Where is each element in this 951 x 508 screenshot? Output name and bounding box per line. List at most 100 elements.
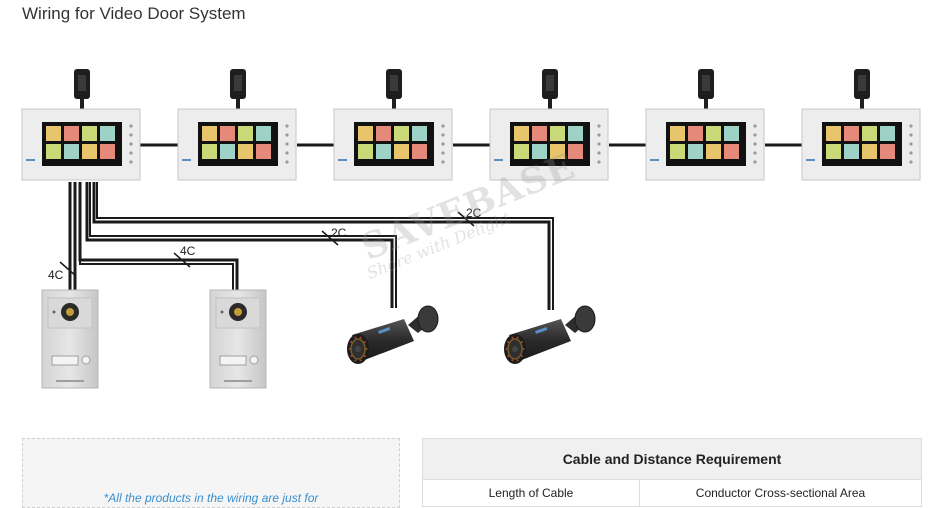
power-adapter-cord: [548, 99, 552, 109]
power-adapter-label: [390, 75, 398, 91]
screen-tile: [706, 126, 721, 141]
screen-tile: [220, 126, 235, 141]
camera-2-cable: [92, 182, 551, 310]
camera-1-cable: [85, 182, 394, 308]
camera-ir-led: [350, 340, 353, 343]
monitor-side-button: [753, 133, 757, 137]
monitor-side-button: [129, 124, 133, 128]
screen-tile: [568, 144, 583, 159]
camera-ir-led: [505, 348, 508, 350]
screen-tile: [220, 144, 235, 159]
cable-tick: [457, 211, 475, 227]
monitor: [645, 69, 765, 181]
power-adapter-label: [858, 75, 866, 91]
door-station: [41, 289, 99, 389]
requirements-table-title: Cable and Distance Requirement: [422, 438, 922, 480]
monitor-logo: [806, 159, 815, 161]
screen-tile: [670, 144, 685, 159]
monitor-side-button: [285, 151, 289, 155]
monitor-side-button: [129, 142, 133, 146]
power-adapter-cord: [80, 99, 84, 109]
screen-tile: [862, 126, 877, 141]
monitor: [801, 69, 921, 181]
screen-tile: [844, 144, 859, 159]
power-adapter-cord: [704, 99, 708, 109]
screen-tile: [376, 126, 391, 141]
monitor: [177, 69, 297, 181]
screen-tile: [688, 126, 703, 141]
monitor-side-button: [597, 142, 601, 146]
screen-tile: [880, 144, 895, 159]
screen-tile: [100, 126, 115, 141]
bullet-camera: [347, 305, 439, 364]
door-station-logo: [56, 380, 84, 382]
screen-tile: [670, 126, 685, 141]
cable-label-camera-2: 2C: [466, 206, 482, 220]
wiring-cables: [68, 182, 554, 310]
monitor-side-button: [909, 133, 913, 137]
door-station-led: [220, 310, 224, 314]
monitor-side-button: [597, 160, 601, 164]
monitor-side-button: [597, 151, 601, 155]
cable-tick-marks: [59, 211, 475, 277]
camera-group: [347, 305, 596, 364]
power-adapter-cord: [236, 99, 240, 109]
power-adapter-label: [546, 75, 554, 91]
cable-label-door-station-1: 4C: [48, 268, 64, 282]
screen-tile: [724, 126, 739, 141]
door-station-call-button: [81, 355, 91, 365]
screen-tile: [550, 126, 565, 141]
note-box: *All the products in the wiring are just…: [22, 438, 400, 508]
monitor-logo: [26, 159, 35, 161]
monitor-side-button: [753, 124, 757, 128]
note-text: *All the products in the wiring are just…: [103, 491, 319, 505]
monitor-logo: [494, 159, 503, 161]
door-station-lens-core: [66, 308, 74, 316]
screen-tile: [376, 144, 391, 159]
monitor-logo: [182, 159, 191, 161]
door-station: [209, 289, 267, 389]
screen-tile: [532, 144, 547, 159]
screen-tile: [358, 144, 373, 159]
column-header-conductor-area: Conductor Cross-sectional Area: [639, 479, 922, 507]
door-station-lens-core: [234, 308, 242, 316]
monitor-side-button: [597, 133, 601, 137]
screen-tile: [532, 126, 547, 141]
screen-tile: [412, 126, 427, 141]
monitor-side-button: [129, 160, 133, 164]
door-station-led: [52, 310, 56, 314]
monitor-side-button: [909, 151, 913, 155]
camera-ir-led: [520, 340, 523, 343]
screen-tile: [238, 144, 253, 159]
door-station-2-cable-pair: [79, 182, 234, 290]
screen-tile: [688, 144, 703, 159]
screen-tile: [412, 144, 427, 159]
screen-tile: [826, 126, 841, 141]
camera-ir-led: [359, 336, 362, 339]
monitor-logo: [338, 159, 347, 161]
camera-ir-led: [522, 348, 525, 350]
monitor-group: [21, 69, 921, 181]
monitor: [21, 69, 141, 181]
monitor: [333, 69, 453, 181]
camera-ir-led: [365, 348, 368, 350]
monitor-side-button: [441, 124, 445, 128]
power-adapter-cord: [860, 99, 864, 109]
screen-tile: [256, 126, 271, 141]
screen-tile: [202, 144, 217, 159]
screen-tile: [706, 144, 721, 159]
monitor-side-button: [285, 160, 289, 164]
screen-tile: [844, 126, 859, 141]
screen-tile: [64, 144, 79, 159]
power-adapter-label: [234, 75, 242, 91]
wiring-diagram: 4C 4C 2C 2C: [21, 69, 921, 389]
monitor-side-button: [285, 133, 289, 137]
monitor-side-button: [285, 124, 289, 128]
camera-mount-base: [574, 305, 596, 333]
monitor: [489, 69, 609, 181]
monitor-side-button: [129, 133, 133, 137]
camera-lens: [512, 346, 518, 352]
screen-tile: [82, 144, 97, 159]
camera-1-cable-pair: [89, 182, 397, 308]
camera-ir-led: [511, 336, 514, 339]
